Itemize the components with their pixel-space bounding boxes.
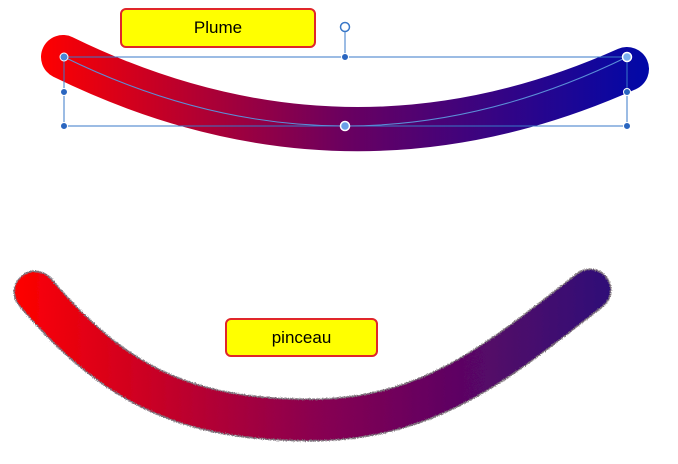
- circle-handle-icon[interactable]: [60, 122, 68, 130]
- brush-tool-label: pinceau: [225, 318, 378, 357]
- circle-handle-icon[interactable]: [341, 53, 349, 61]
- pen-tool-label: Plume: [120, 8, 316, 48]
- circle-handle-icon[interactable]: [59, 52, 69, 62]
- circle-handle-icon[interactable]: [621, 51, 633, 63]
- pen-stroke[interactable]: [41, 35, 649, 152]
- circle-handle-icon[interactable]: [623, 88, 631, 96]
- circle-handle-icon[interactable]: [60, 88, 68, 96]
- brush-stroke-group: [13, 268, 612, 442]
- circle-handle-icon[interactable]: [623, 122, 631, 130]
- rotation-handle-icon[interactable]: [339, 21, 351, 33]
- selection-frame[interactable]: [59, 21, 633, 132]
- brush-stroke[interactable]: [15, 270, 610, 441]
- circle-handle-icon[interactable]: [339, 120, 351, 132]
